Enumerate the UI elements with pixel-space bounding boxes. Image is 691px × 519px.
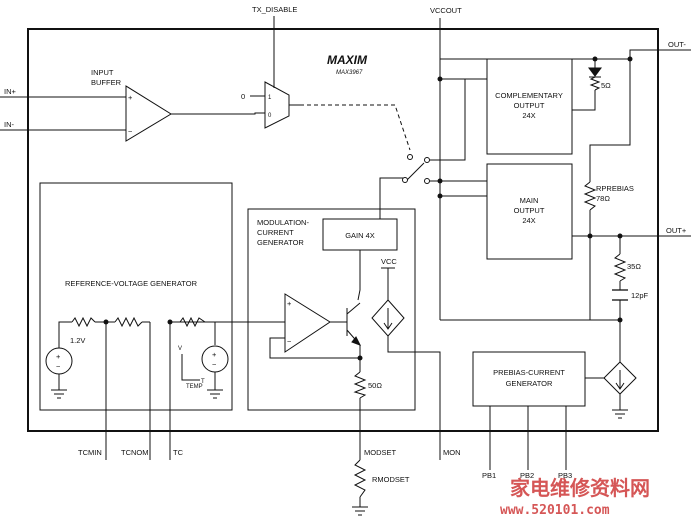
res-35ohm (613, 253, 627, 282)
res-5-label: 5Ω (601, 81, 611, 90)
src1-plus: + (56, 352, 61, 361)
prebias-label-2: GENERATOR (506, 379, 553, 388)
prebias-current-block (472, 351, 586, 407)
mux-zero-label: 0 (268, 113, 272, 119)
pin-pb3: PB3 (558, 471, 572, 480)
maxim-logo: MAXIM (327, 53, 368, 67)
input-buffer-opamp (125, 85, 172, 142)
pin-tx-disable: TX_DISABLE (252, 5, 297, 14)
ref-res-2 (114, 316, 143, 328)
ref-res-3 (179, 316, 206, 328)
block-labels: INPUT BUFFER COMPLEMENTARY OUTPUT 24X MA… (65, 68, 565, 388)
src1-minus: − (56, 362, 61, 371)
res-50ohm (353, 371, 367, 399)
prebias-current-source (603, 361, 637, 395)
pin-in-minus: IN- (4, 120, 15, 129)
pin-modset: MODSET (364, 448, 397, 457)
rprebias-resistor (583, 181, 597, 211)
buffer-plus: + (128, 93, 133, 102)
prebias-label-1: PREBIAS-CURRENT (493, 368, 565, 377)
opamp-plus: + (287, 299, 292, 308)
gain-label: GAIN 4X (345, 231, 375, 240)
pin-pb2: PB2 (520, 471, 534, 480)
pin-in-plus: IN+ (4, 87, 17, 96)
diode (588, 67, 602, 78)
mux-one-label: 1 (268, 95, 272, 101)
buffer-minus: − (128, 127, 133, 136)
cap-12pf-label: 12pF (631, 291, 649, 300)
modulation-current-block (247, 208, 416, 411)
mod-current-label-1: MODULATION- (257, 218, 309, 227)
switch-contacts (402, 154, 430, 184)
pin-tcnom: TCNOM (121, 448, 149, 457)
main-output-label-2: OUTPUT (514, 206, 545, 215)
modulation-opamp (284, 293, 331, 353)
comp-output-label-1: COMPLEMENTARY (495, 91, 563, 100)
current-sources (371, 299, 637, 395)
watermark-chinese: 家电维修资料网 (510, 476, 650, 500)
pin-labels: TX_DISABLE VCCOUT IN+ IN- OUT- OUT+ TCMI… (4, 5, 687, 480)
brand-text: MAXIM MAX3967 (327, 53, 368, 76)
pin-out-minus: OUT- (668, 40, 686, 49)
pin-pb1: PB1 (482, 471, 496, 480)
res-50-label: 50Ω (368, 381, 382, 390)
comp-output-label-2: OUTPUT (514, 101, 545, 110)
resistors (71, 76, 627, 498)
main-output-block (486, 163, 573, 260)
ref-1v2-label: 1.2V (70, 336, 85, 345)
main-output-label-3: 24X (522, 216, 535, 225)
grounds (51, 389, 628, 516)
main-output-label-1: MAIN (520, 196, 539, 205)
vt-t-label: T (201, 379, 205, 385)
vcc-current-source (371, 299, 405, 337)
junction-dots (103, 56, 633, 361)
reference-voltage-block (39, 182, 233, 411)
pin-tcmin: TCMIN (78, 448, 102, 457)
comp-output-label-3: 24X (522, 111, 535, 120)
opamp-minus: − (287, 337, 292, 346)
input-buffer-label-2: BUFFER (91, 78, 122, 87)
pin-out-plus: OUT+ (666, 226, 687, 235)
mux-trapezoid (264, 81, 290, 129)
vcc-label: VCC (381, 257, 397, 266)
pin-mon: MON (443, 448, 461, 457)
npn-transistor (346, 302, 362, 346)
capacitor-12pf (612, 289, 628, 301)
res-35-label: 35Ω (627, 262, 641, 271)
pin-tc: TC (173, 448, 184, 457)
mod-current-label-3: GENERATOR (257, 238, 304, 247)
vt-v-label: V (178, 346, 182, 352)
src2-plus: + (212, 350, 217, 359)
mux-input-zero-label: 0 (241, 92, 245, 101)
rmodset-label: RMODSET (372, 475, 410, 484)
chip-outline (27, 28, 659, 432)
ref-res-1 (71, 316, 96, 328)
input-buffer-label-1: INPUT (91, 68, 114, 77)
mod-current-label-2: CURRENT (257, 228, 294, 237)
wires (0, 16, 691, 507)
watermark-url: www.520101.com (500, 503, 610, 518)
res-5ohm (589, 76, 601, 91)
rmodset-resistor (353, 459, 367, 498)
temp-label: TEMP (186, 384, 203, 390)
rprebias-label: RPREBIAS (596, 184, 634, 193)
part-number: MAX3967 (336, 70, 363, 76)
component-labels: 1 0 0 + − 5Ω RPREBIAS 78Ω 35Ω 12pF VCC 1… (56, 81, 649, 484)
voltage-sources (45, 345, 229, 375)
watermark: 家电维修资料网 www.520101.com (500, 476, 650, 518)
rprebias-value: 78Ω (596, 194, 610, 203)
block-outlines (39, 58, 586, 411)
src2-minus: − (212, 360, 217, 369)
pin-vccout: VCCOUT (430, 6, 462, 15)
reference-voltage-label: REFERENCE-VOLTAGE GENERATOR (65, 279, 198, 288)
